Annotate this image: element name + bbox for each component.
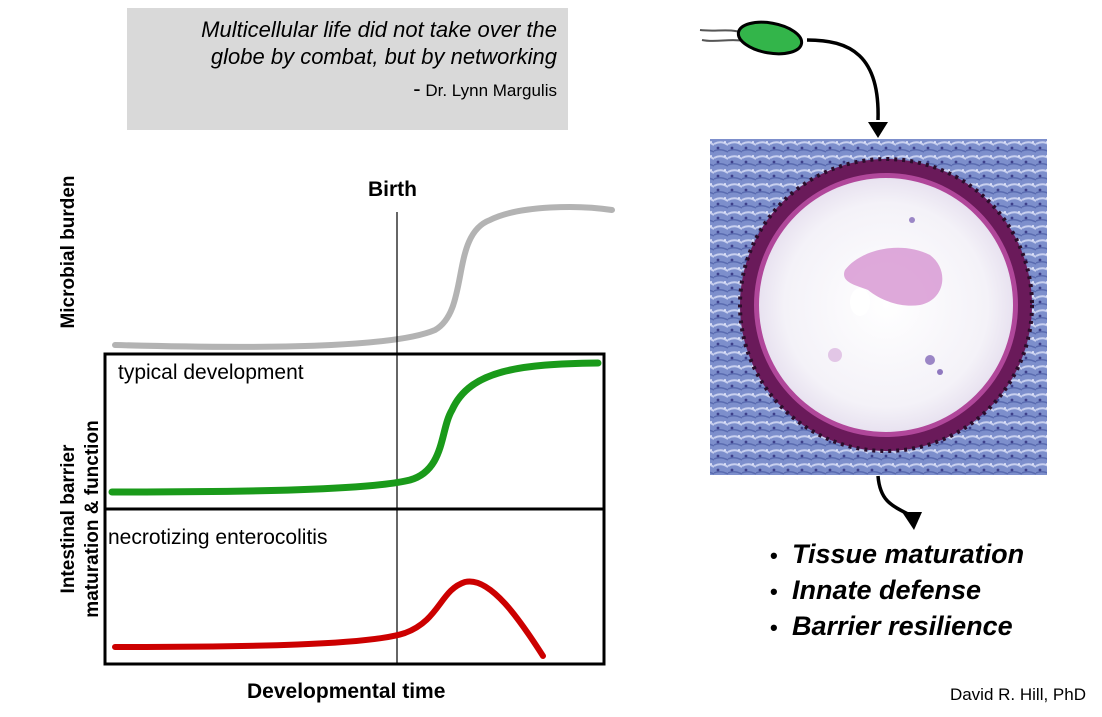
quote-line-1: Multicellular life did not take over the [201, 17, 557, 42]
x-axis-label: Developmental time [247, 680, 446, 703]
nec-label: necrotizing enterocolitis [108, 526, 328, 549]
arrow-down-icon [876, 475, 922, 530]
birth-label: Birth [368, 178, 417, 201]
quote-box: Multicellular life did not take over the… [127, 8, 568, 130]
quote-author-name: Dr. Lynn Margulis [425, 81, 557, 100]
outcomes-list: •Tissue maturation •Innate defense •Barr… [770, 537, 1024, 645]
barrier-label-line-1: Intestinal barrier [58, 444, 79, 594]
list-item: •Tissue maturation [770, 539, 1025, 569]
quote-author: - Dr. Lynn Margulis [127, 76, 557, 101]
barrier-axis-label: Intestinal barrier maturation & function [57, 404, 105, 634]
quote-dash: - [413, 76, 421, 101]
nec-panel [103, 507, 606, 666]
author-credit: David R. Hill, PhD [949, 685, 1086, 704]
microbial-burden-curve [112, 204, 615, 350]
bullet-barrier-resilience: Barrier resilience [792, 611, 1013, 641]
bullet-tissue-maturation: Tissue maturation [792, 539, 1025, 569]
bacterium-icon [699, 20, 804, 56]
typical-development-curve [108, 359, 602, 496]
nec-curve [112, 578, 546, 659]
list-item: •Innate defense [770, 575, 982, 605]
barrier-label-line-2: maturation & function [82, 420, 103, 618]
list-item: •Barrier resilience [770, 611, 1013, 641]
typical-development-label: typical development [118, 361, 304, 384]
intestinal-organoid-image [710, 139, 1047, 475]
microbial-burden-label: Microbial burden [58, 175, 79, 329]
arrow-down-icon [806, 38, 888, 138]
quote-line-2: globe by combat, but by networking [210, 44, 557, 69]
bullet-innate-defense: Innate defense [792, 575, 982, 605]
